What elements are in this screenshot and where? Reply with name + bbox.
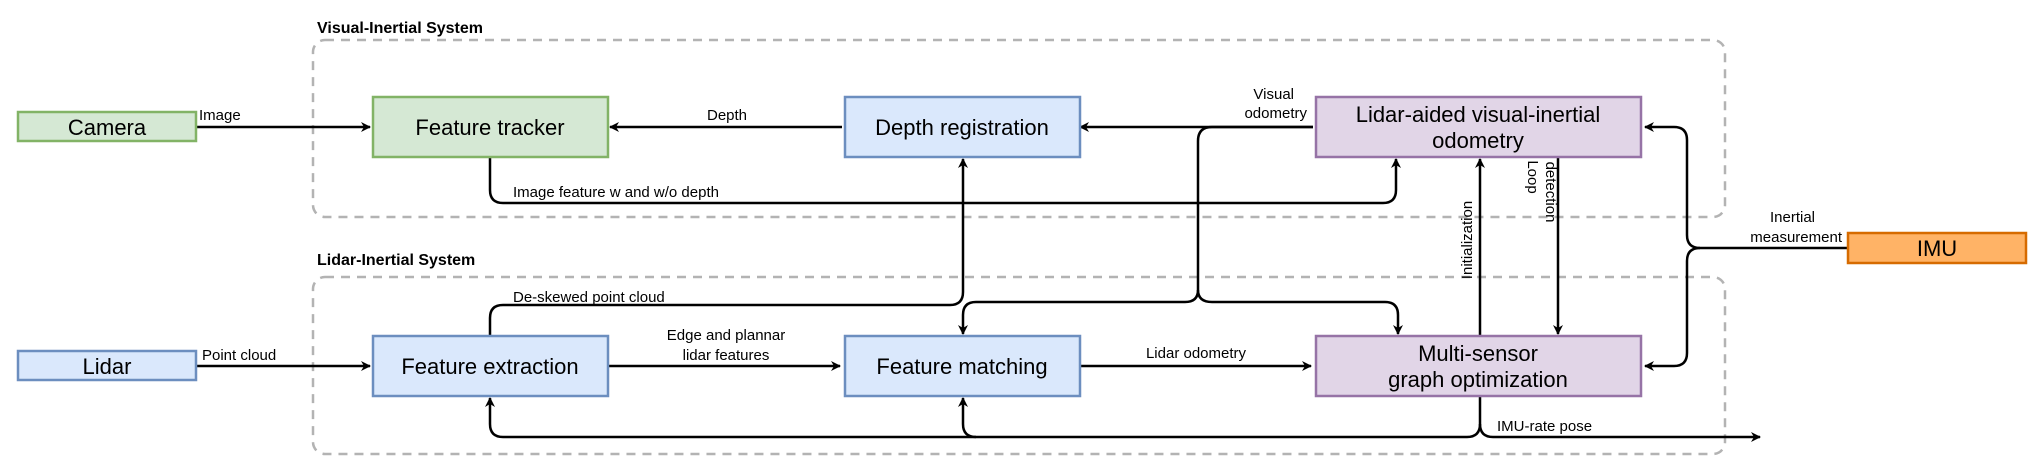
point-cloud-label: Point cloud bbox=[202, 347, 276, 364]
camera-node bbox=[16, 110, 198, 143]
inertial-measurement-label-line2: measurement bbox=[1750, 229, 1843, 246]
deskewed-label: De-skewed point cloud bbox=[513, 289, 665, 306]
lidar-odometry-label: Lidar odometry bbox=[1146, 345, 1247, 362]
feature-extraction-node bbox=[371, 334, 610, 398]
graph-optimization-node bbox=[1314, 334, 1643, 398]
imu-node bbox=[1846, 231, 2028, 265]
feature-extraction-label: Feature extraction bbox=[401, 354, 578, 379]
depth-registration-label: Depth registration bbox=[875, 115, 1049, 140]
lvio-label-line2: odometry bbox=[1432, 128, 1524, 153]
initialization-label: Initialization bbox=[1459, 201, 1476, 279]
image-label: Image bbox=[199, 107, 241, 124]
depth-registration-node bbox=[843, 95, 1082, 159]
edge-feature-tracker-to-lvio bbox=[488, 157, 1401, 205]
edge-imu-to-graph bbox=[1644, 246, 1701, 371]
edge-features-label-line1: Edge and plannar bbox=[667, 327, 785, 344]
visual-inertial-group bbox=[311, 38, 1727, 219]
edge-lvio-to-graph bbox=[1196, 289, 1403, 335]
graph-label-line2: graph optimization bbox=[1388, 367, 1568, 392]
edge-feature-extraction-to-depth-registration bbox=[488, 158, 968, 336]
feature-tracker-label: Feature tracker bbox=[415, 115, 564, 140]
loop-detection-label-line2: detection bbox=[1542, 162, 1559, 223]
lidar-label: Lidar bbox=[83, 354, 132, 379]
feature-matching-label: Feature matching bbox=[876, 354, 1047, 379]
visual-inertial-group-title: Visual-Inertial System bbox=[317, 20, 483, 37]
visual-odometry-label-line2: odometry bbox=[1244, 105, 1307, 122]
feature-matching-node bbox=[843, 334, 1082, 398]
edge-features-label-line2: lidar features bbox=[683, 347, 770, 364]
edge-graph-to-feature-extraction bbox=[485, 397, 1482, 439]
image-feature-label: Image feature w and w/o depth bbox=[513, 184, 719, 201]
edge-graph-to-feature-matching bbox=[958, 397, 977, 439]
edge-lvio-to-feature-matching bbox=[958, 125, 1313, 335]
lidar-node bbox=[16, 349, 198, 382]
inertial-measurement-label-line1: Inertial bbox=[1770, 209, 1815, 226]
edges bbox=[196, 122, 1848, 442]
lidar-inertial-group-title: Lidar-Inertial System bbox=[317, 252, 475, 269]
visual-odometry-label-line1: Visual bbox=[1253, 86, 1294, 103]
imu-label: IMU bbox=[1917, 236, 1957, 261]
graph-label-line1: Multi-sensor bbox=[1418, 341, 1538, 366]
lvio-label-line1: Lidar-aided visual-inertial bbox=[1356, 102, 1601, 127]
lvio-node bbox=[1314, 95, 1643, 159]
loop-detection-label-line1: Loop bbox=[1524, 160, 1541, 193]
depth-label: Depth bbox=[707, 107, 747, 124]
camera-label: Camera bbox=[68, 115, 147, 140]
feature-tracker-node bbox=[371, 95, 610, 159]
imu-rate-pose-label: IMU-rate pose bbox=[1497, 418, 1592, 435]
edge-imu-to-lvio bbox=[1644, 122, 1848, 250]
